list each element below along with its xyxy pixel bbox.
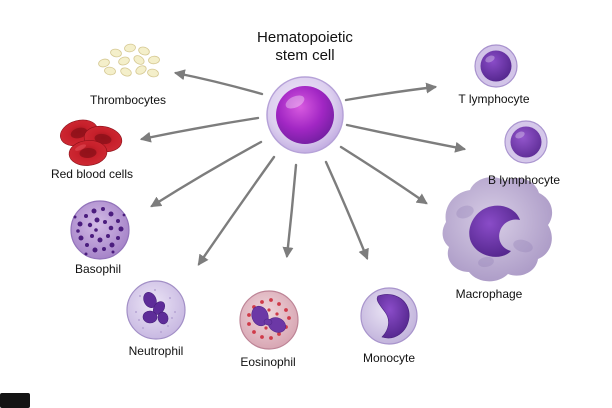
label-thrombocytes: Thrombocytes bbox=[90, 93, 166, 107]
diagram-title-line1: Hematopoietic bbox=[257, 29, 353, 46]
red-blood-cells-illustration bbox=[60, 119, 123, 166]
arrow-to-monocyte bbox=[324, 160, 369, 261]
arrow-to-thrombocytes bbox=[173, 69, 264, 96]
stem-cell-illustration bbox=[266, 76, 344, 154]
label-basophil: Basophil bbox=[75, 262, 121, 276]
arrow-to-basophil bbox=[150, 140, 263, 208]
arrow-to-eosinophil bbox=[282, 163, 298, 259]
label-t-lymphocyte: T lymphocyte bbox=[458, 92, 529, 106]
macrophage-illustration bbox=[442, 177, 553, 282]
arrow-to-b-lymphocyte bbox=[345, 123, 467, 153]
neutrophil-illustration bbox=[126, 280, 186, 340]
monocyte-illustration bbox=[360, 287, 418, 345]
basophil-illustration bbox=[70, 200, 130, 260]
arrow-to-neutrophil bbox=[197, 155, 276, 266]
label-neutrophil: Neutrophil bbox=[129, 344, 184, 358]
b-lymphocyte-illustration bbox=[504, 120, 548, 164]
label-b-lymphocyte: B lymphocyte bbox=[488, 173, 560, 187]
label-red-blood-cells: Red blood cells bbox=[51, 167, 133, 181]
t-lymphocyte-illustration bbox=[474, 44, 518, 88]
arrow-to-macrophage bbox=[339, 145, 428, 205]
label-macrophage: Macrophage bbox=[456, 287, 523, 301]
label-monocyte: Monocyte bbox=[363, 351, 415, 365]
arrow-to-t-lymphocyte bbox=[344, 82, 438, 102]
label-eosinophil: Eosinophil bbox=[240, 355, 295, 369]
thrombocytes-illustration bbox=[98, 43, 160, 78]
diagram-title-line2: stem cell bbox=[275, 47, 334, 64]
watermark-bar bbox=[0, 393, 30, 408]
eosinophil-illustration bbox=[239, 290, 299, 350]
arrow-group bbox=[139, 69, 467, 266]
arrow-to-red-blood-cells bbox=[139, 116, 260, 143]
